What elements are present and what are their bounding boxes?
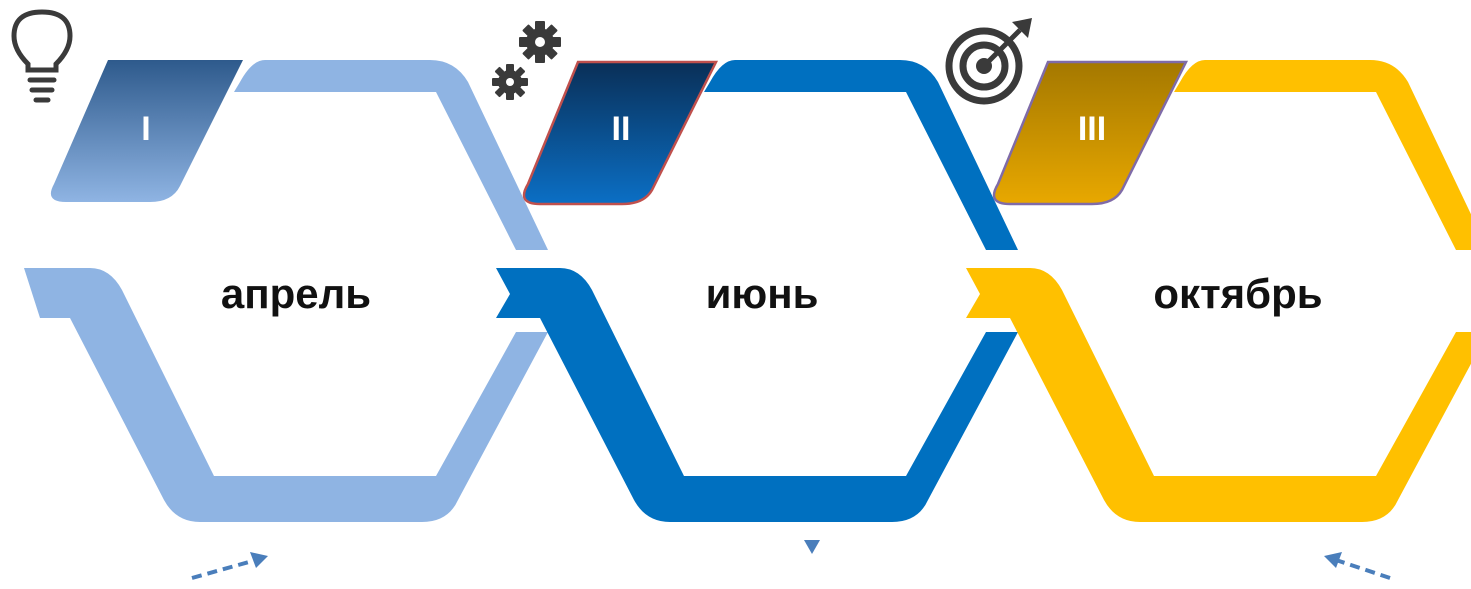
stage-1-tab xyxy=(50,60,243,202)
stage-1: I апрель xyxy=(24,60,548,522)
stage-3-numeral: III xyxy=(1078,110,1106,148)
stage-3-upper-band xyxy=(1174,60,1471,250)
stage-2-tab xyxy=(522,60,719,206)
stage-3: III октябрь xyxy=(966,60,1471,522)
stage-2-down-arrow xyxy=(804,540,820,554)
stage-2-lower-band xyxy=(496,268,1018,522)
stage-3-lower-band xyxy=(966,268,1471,522)
stage-2: II июнь xyxy=(496,60,1018,554)
gears-icon xyxy=(492,21,561,100)
stage-2-upper-band xyxy=(704,60,1018,250)
stage-3-tab xyxy=(992,60,1189,206)
stage-2-month-label: июнь xyxy=(706,270,819,317)
stage-3-month-label: октябрь xyxy=(1153,270,1322,317)
dashed-arrow-left xyxy=(191,552,268,580)
stage-1-upper-band xyxy=(234,60,548,250)
stage-1-lower-band xyxy=(24,268,548,522)
target-icon xyxy=(945,18,1032,105)
stage-1-month-label: апрель xyxy=(221,270,371,317)
stage-2-numeral: II xyxy=(612,110,631,148)
lightbulb-icon xyxy=(11,9,73,103)
dashed-arrow-right xyxy=(1324,552,1391,580)
stage-1-numeral: I xyxy=(141,110,150,148)
